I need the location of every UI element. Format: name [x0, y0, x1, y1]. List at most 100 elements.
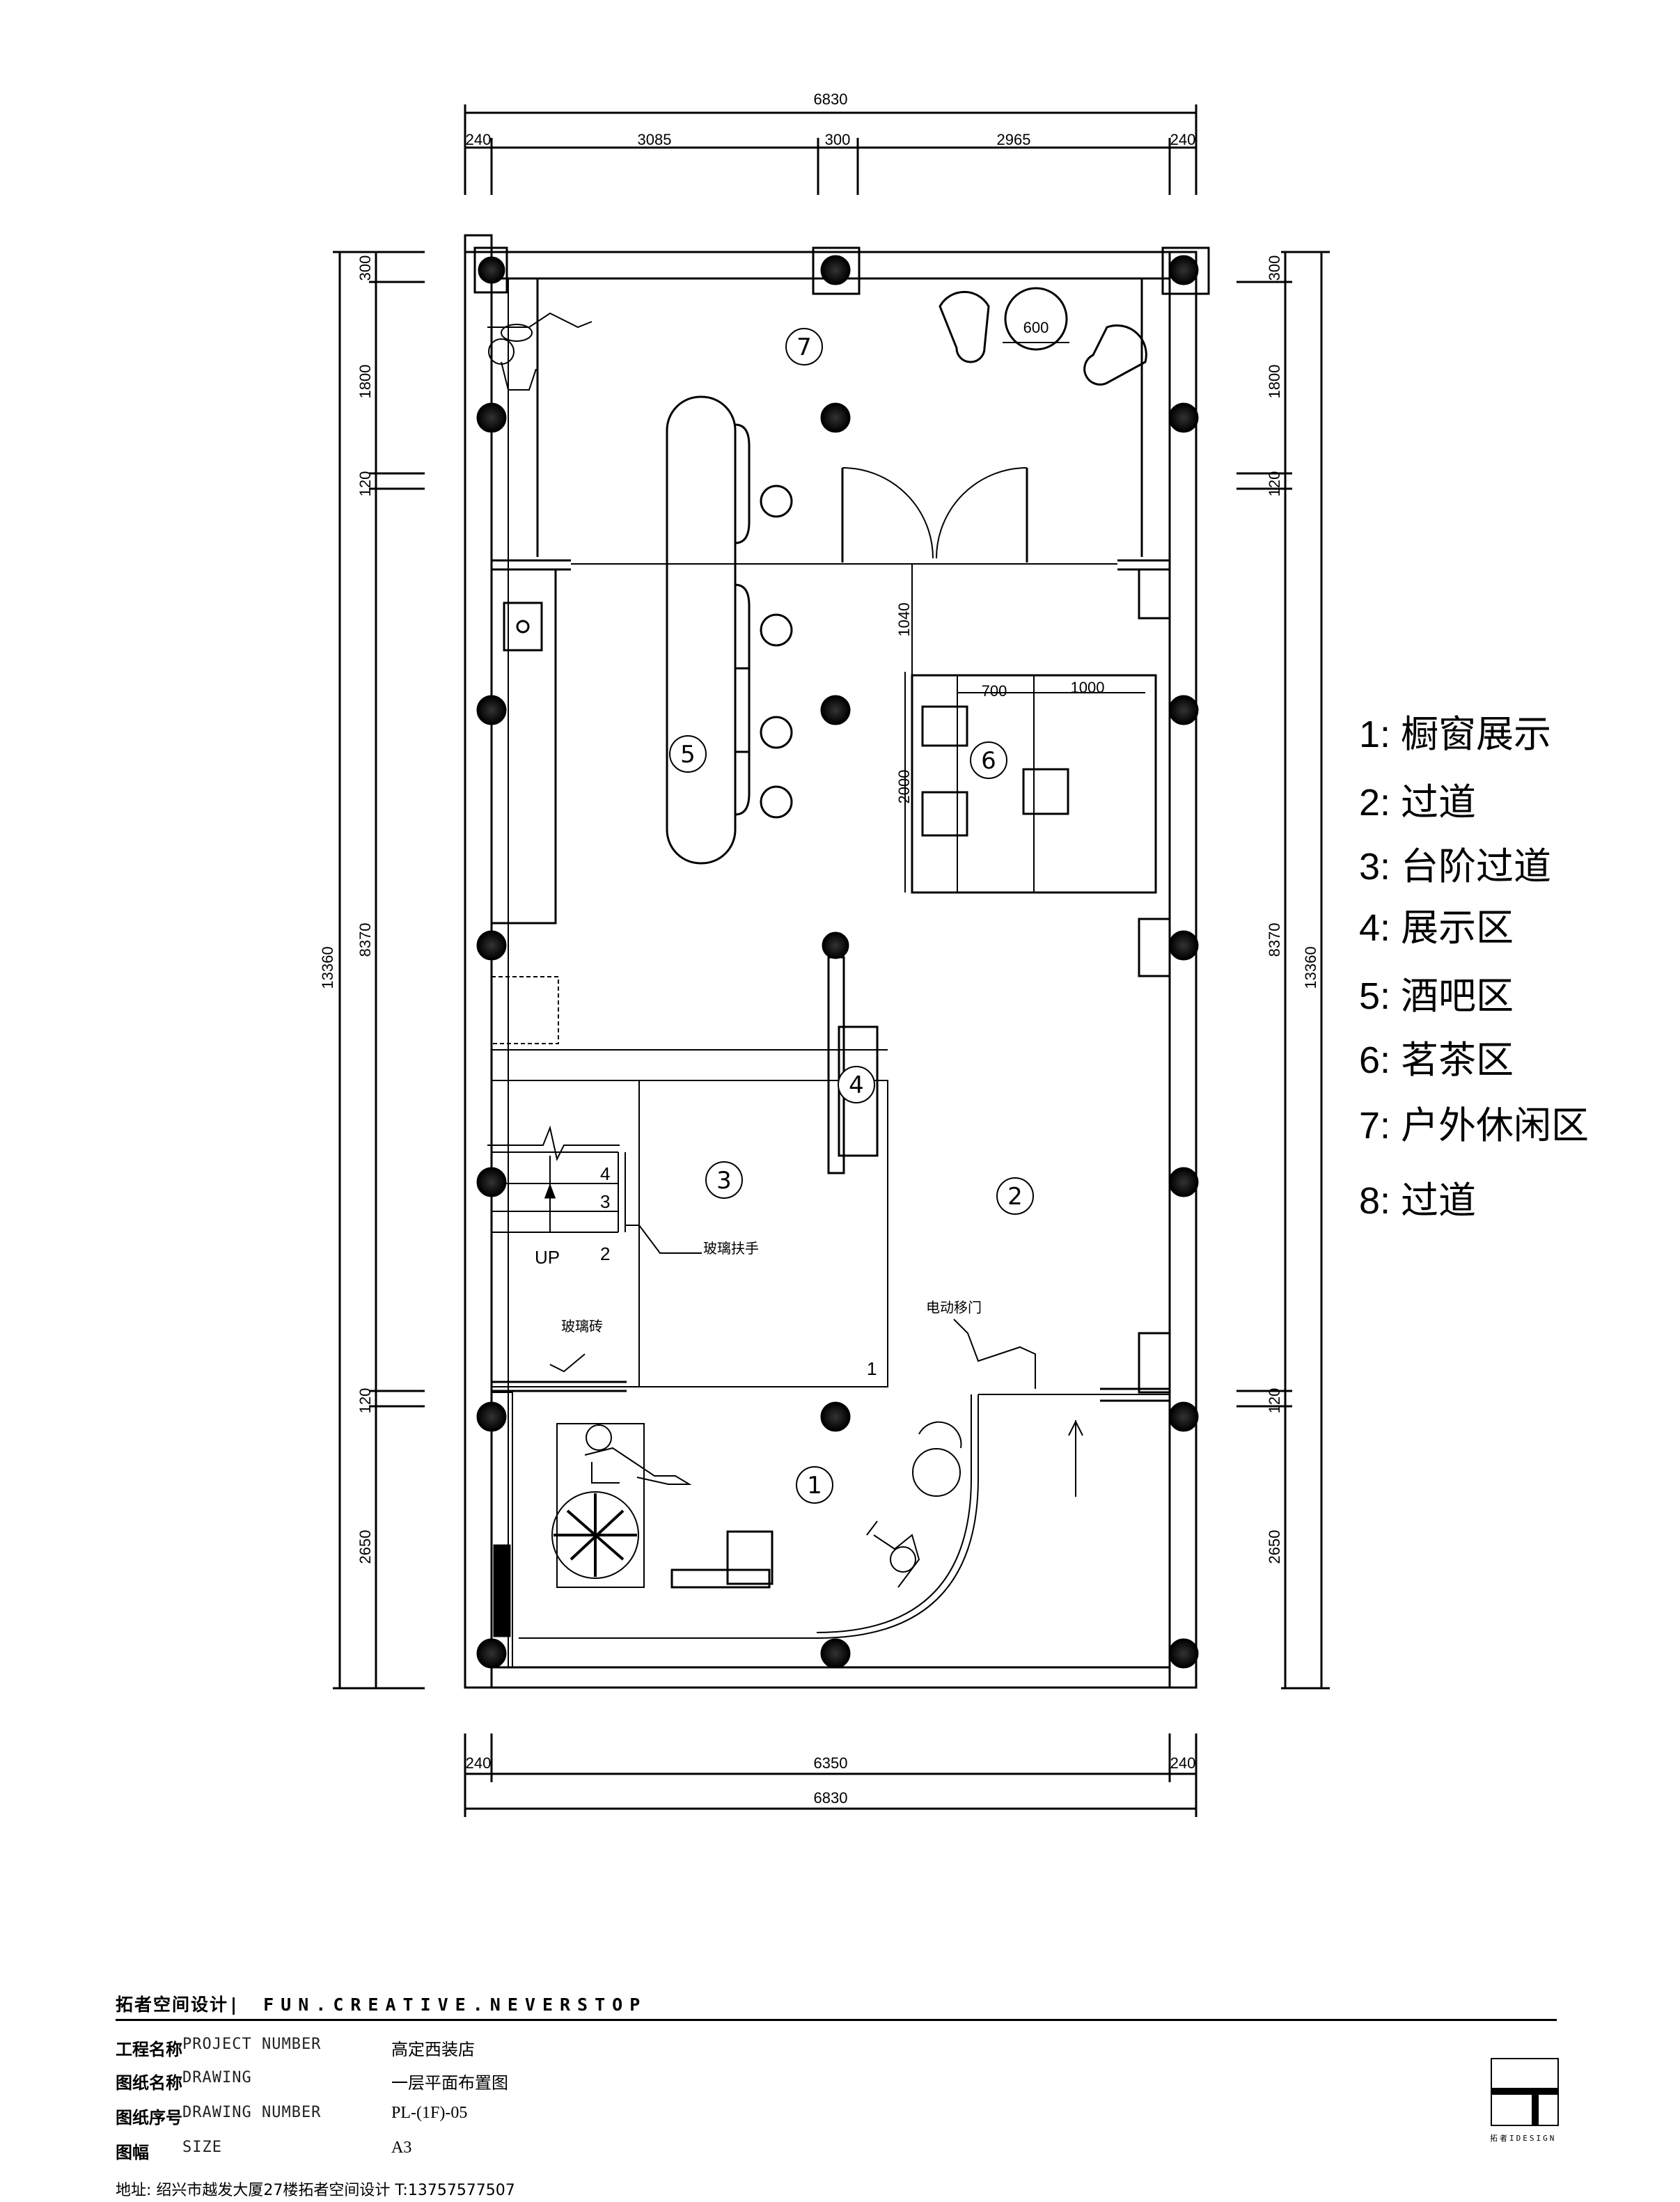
legend-item-8: 8: 过道	[1359, 1180, 1477, 1222]
right-niches	[1138, 568, 1171, 1394]
stair-step-3: 3	[600, 1191, 610, 1212]
dim-top-seg-1: 240	[466, 131, 492, 148]
entry-double-doors	[841, 467, 1028, 563]
legend-item-1: 1: 橱窗展示	[1359, 714, 1552, 755]
row-label-en: PROJECT NUMBER	[182, 2036, 322, 2053]
dim-left-total: 13360	[319, 946, 336, 989]
row-label: 图纸名称	[116, 2073, 182, 2093]
row-drawing: 图纸名称 DRAWING 一层平面布置图	[116, 2069, 951, 2097]
dim-bottom-seg-2: 6350	[814, 1754, 848, 1772]
row-drawing-number: 图纸序号 DRAWING NUMBER PL-(1F)-05	[116, 2104, 951, 2132]
dim-right-mid: 8370	[1266, 923, 1283, 957]
row-project: 工程名称 PROJECT NUMBER 高定西装店	[116, 2036, 951, 2063]
note-glass-brick: 玻璃砖	[561, 1318, 603, 1335]
brand-line: 拓者空间设计| FUN.CREATIVE.NEVERSTOP	[116, 1991, 647, 2016]
dim-bottom-total: 6830	[814, 1789, 848, 1807]
left-dimension-lines	[333, 251, 425, 1690]
dim-right-total: 13360	[1302, 946, 1319, 989]
brand-name: 拓者空间设计	[116, 1995, 229, 2015]
zone-label-4: 4	[849, 1071, 864, 1099]
address-line: 地址: 绍兴市越发大厦27楼拓者空间设计 T:13757577507	[116, 2182, 515, 2199]
legend-item-7: 7: 户外休闲区	[1359, 1105, 1589, 1147]
company-logo: 拓者IDESIGN	[1490, 2057, 1560, 2143]
dashed-square	[491, 976, 559, 1044]
dim-tea-w2: 1000	[1071, 679, 1105, 696]
row-value: 一层平面布置图	[391, 2075, 508, 2093]
outer-walls	[464, 234, 1198, 1689]
note-glass-handrail: 玻璃扶手	[703, 1240, 759, 1257]
dim-right-seg-5: 2650	[1266, 1530, 1283, 1564]
column-frames	[473, 246, 1210, 295]
person-figure-top	[487, 312, 592, 391]
row-label: 图纸序号	[116, 2108, 182, 2128]
stair-step-4: 4	[600, 1163, 610, 1184]
legend-item-6: 6: 茗茶区	[1359, 1039, 1514, 1081]
row-value: 高定西装店	[391, 2041, 475, 2059]
row-value: PL-(1F)-05	[391, 2104, 468, 2122]
dim-top-seg-3: 300	[825, 131, 851, 148]
bar-counter	[666, 395, 793, 865]
logo-caption: 拓者IDESIGN	[1490, 2134, 1557, 2143]
row-label-en: DRAWING NUMBER	[182, 2104, 322, 2121]
zone-label-5: 5	[680, 741, 696, 769]
tea-area	[904, 564, 1157, 894]
dim-top-seg-2: 3085	[638, 131, 672, 148]
row-label-en: SIZE	[182, 2139, 222, 2156]
dim-right-seg-4: 120	[1266, 1388, 1283, 1414]
row-label: 图幅	[116, 2143, 149, 2162]
top-dimension-lines	[464, 104, 1198, 195]
zone-label-6: 6	[981, 747, 996, 775]
annotation-leaders	[549, 1225, 1036, 1389]
row-label: 工程名称	[116, 2040, 182, 2059]
stair-landing-1: 1	[867, 1358, 877, 1379]
dim-left-seg-2: 1800	[356, 365, 374, 399]
dim-left-mid: 8370	[356, 923, 374, 957]
note-electric-door: 电动移门	[926, 1299, 982, 1316]
right-dimension-lines	[1237, 251, 1330, 1690]
brand-slogan: | FUN.CREATIVE.NEVERSTOP	[228, 1995, 647, 2015]
stair-up-label: UP	[535, 1247, 560, 1268]
dim-top-seg-4: 2965	[997, 131, 1031, 148]
dim-left-seg-5: 2650	[356, 1530, 374, 1564]
title-block: 拓者空间设计| FUN.CREATIVE.NEVERSTOP 工程名称 PROJ…	[116, 1991, 1557, 2200]
outdoor-furniture	[939, 287, 1147, 386]
legend-item-4: 4: 展示区	[1359, 907, 1514, 949]
steps-area	[487, 1049, 888, 1387]
zone-markers	[669, 328, 1034, 1504]
dim-right-seg-2: 1800	[1266, 365, 1283, 399]
dim-left-seg-1: 300	[356, 255, 374, 281]
legend-item-3: 3: 台阶过道	[1359, 846, 1552, 888]
display-area	[827, 956, 879, 1174]
dim-bottom-seg-1: 240	[466, 1754, 492, 1772]
row-value: A3	[391, 2139, 412, 2157]
dim-tea-length: 2000	[895, 770, 913, 804]
row-label-en: DRAWING	[182, 2069, 252, 2086]
logo-mark-icon	[1491, 2058, 1559, 2126]
show-window-area	[491, 1392, 1083, 1668]
zone-label-3: 3	[716, 1167, 732, 1195]
dim-top-seg-5: 240	[1170, 131, 1196, 148]
zone-label-1: 1	[807, 1472, 822, 1500]
bottom-dimension-lines	[464, 1733, 1198, 1817]
title-rule	[116, 2019, 1557, 2021]
row-size: 图幅 SIZE A3	[116, 2139, 951, 2166]
dim-table-diameter: 600	[1023, 319, 1049, 336]
legend-item-5: 5: 酒吧区	[1359, 975, 1514, 1017]
stair-step-2: 2	[600, 1243, 610, 1264]
dim-top-total: 6830	[814, 91, 848, 108]
partition-walls	[492, 559, 1170, 1402]
legend-item-2: 2: 过道	[1359, 782, 1477, 824]
dim-left-seg-3: 120	[356, 471, 374, 497]
dim-left-seg-4: 120	[356, 1388, 374, 1414]
person-figures-bottom	[584, 1424, 920, 1588]
dim-tea-height: 1040	[895, 603, 913, 637]
left-cabinet	[490, 568, 557, 925]
dim-right-seg-1: 300	[1266, 255, 1283, 281]
zone-label-7: 7	[796, 333, 812, 361]
dim-tea-w1: 700	[982, 682, 1007, 700]
dim-right-seg-3: 120	[1266, 471, 1283, 497]
dim-bottom-seg-3: 240	[1170, 1754, 1196, 1772]
zone-label-2: 2	[1007, 1183, 1023, 1211]
structural-columns	[476, 255, 1199, 1669]
